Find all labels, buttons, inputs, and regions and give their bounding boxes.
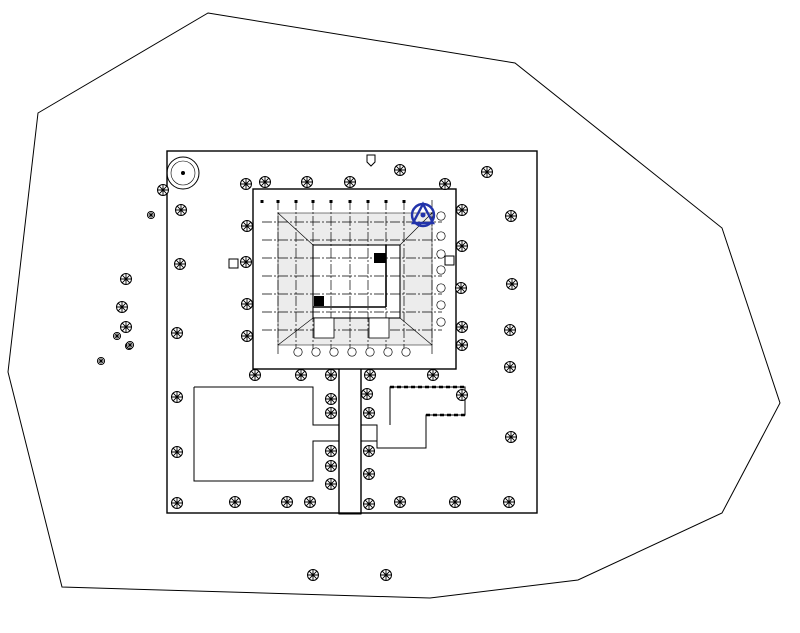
tree-symbol-icon — [363, 498, 375, 510]
column-icon — [436, 265, 446, 275]
marker-square-left[interactable] — [228, 258, 239, 269]
tree-symbol-icon — [481, 166, 493, 178]
column-icon — [436, 249, 446, 259]
column-icon — [293, 347, 303, 357]
tree-symbol-icon — [120, 273, 132, 285]
tree-symbol-icon — [325, 460, 337, 472]
tree-symbol-icon — [363, 468, 375, 480]
tree-symbol-icon — [506, 278, 518, 290]
tree-symbol-icon — [174, 258, 186, 270]
tree-symbol-icon — [171, 446, 183, 458]
column-icon — [401, 347, 411, 357]
tree-symbol-icon — [157, 184, 169, 196]
column-icon — [436, 300, 446, 310]
tree-symbol-icon — [344, 176, 356, 188]
tree-symbol-icon — [503, 496, 515, 508]
column-icon — [311, 347, 321, 357]
tree-symbol-icon — [504, 361, 516, 373]
tree-symbol-icon — [504, 324, 516, 336]
tree-symbol-icon — [456, 204, 468, 216]
tree-symbol-icon — [505, 431, 517, 443]
tree-symbol-icon — [301, 176, 313, 188]
column-icon — [436, 231, 446, 241]
grid-marker — [311, 200, 315, 203]
lawn-area[interactable] — [193, 386, 339, 482]
tree-symbol-icon — [456, 389, 468, 401]
tree-symbol-icon — [171, 327, 183, 339]
tree-symbol-icon — [295, 369, 307, 381]
tree-symbol-icon — [456, 240, 468, 252]
tree-symbol-icon — [455, 282, 467, 294]
grid-marker — [329, 200, 333, 203]
tree-symbol-icon — [259, 176, 271, 188]
column-icon — [436, 283, 446, 293]
tree-symbol-icon — [456, 339, 468, 351]
parking-structure[interactable] — [361, 385, 466, 449]
property-boundary[interactable] — [7, 12, 781, 599]
tree-symbol-icon — [240, 178, 252, 190]
tree-symbol-icon — [175, 204, 187, 216]
grid-marker — [348, 200, 352, 203]
tree-symbol-icon — [241, 330, 253, 342]
tree-symbol-icon — [439, 178, 451, 190]
survey-point-icon[interactable] — [366, 154, 376, 167]
column-icon — [365, 347, 375, 357]
grid-marker — [276, 200, 280, 203]
site-rectangle[interactable] — [166, 150, 538, 514]
tree-symbol-icon — [325, 478, 337, 490]
tree-symbol-icon — [96, 356, 106, 366]
walkway[interactable] — [338, 368, 362, 515]
grid-marker — [402, 200, 406, 203]
tree-symbol-icon — [120, 321, 132, 333]
tree-symbol-icon — [241, 220, 253, 232]
column-icon — [436, 211, 446, 221]
tree-symbol-icon — [112, 331, 122, 341]
tree-symbol-icon — [240, 256, 252, 268]
tree-symbol-icon — [394, 164, 406, 176]
tree-symbol-icon — [229, 496, 241, 508]
tree-symbol-icon — [361, 388, 373, 400]
grid-marker — [384, 200, 388, 203]
marker-square-right[interactable] — [444, 255, 455, 266]
tree-symbol-icon — [304, 496, 316, 508]
tree-symbol-icon — [363, 407, 375, 419]
tree-symbol-icon — [241, 298, 253, 310]
interior-walls — [313, 245, 390, 339]
tree-symbol-icon — [171, 391, 183, 403]
tree-symbol-icon — [363, 445, 375, 457]
tree-symbol-icon — [394, 496, 406, 508]
round-feature[interactable] — [166, 156, 200, 190]
tree-symbol-icon — [325, 369, 337, 381]
tree-symbol-icon — [456, 321, 468, 333]
tree-symbol-icon — [325, 393, 337, 405]
tree-symbol-icon — [380, 569, 392, 581]
tree-symbol-icon — [281, 496, 293, 508]
tree-symbol-icon — [125, 340, 135, 350]
tree-symbol-icon — [307, 569, 319, 581]
tree-symbol-icon — [427, 369, 439, 381]
tree-symbol-icon — [325, 445, 337, 457]
tree-symbol-icon — [449, 496, 461, 508]
tree-symbol-icon — [505, 210, 517, 222]
project-base-point-icon[interactable] — [410, 201, 436, 228]
tree-symbol-icon — [171, 497, 183, 509]
structural-grid — [260, 200, 442, 355]
column-icon — [436, 317, 446, 327]
tree-symbol-icon — [364, 369, 376, 381]
tree-symbol-icon — [116, 301, 128, 313]
column-icon — [383, 347, 393, 357]
tree-symbol-icon — [146, 210, 156, 220]
grid-marker — [260, 200, 264, 203]
grid-marker — [366, 200, 370, 203]
grid-marker — [294, 200, 298, 203]
column-icon — [347, 347, 357, 357]
column-icon — [329, 347, 339, 357]
tree-symbol-icon — [325, 407, 337, 419]
tree-symbol-icon — [249, 369, 261, 381]
